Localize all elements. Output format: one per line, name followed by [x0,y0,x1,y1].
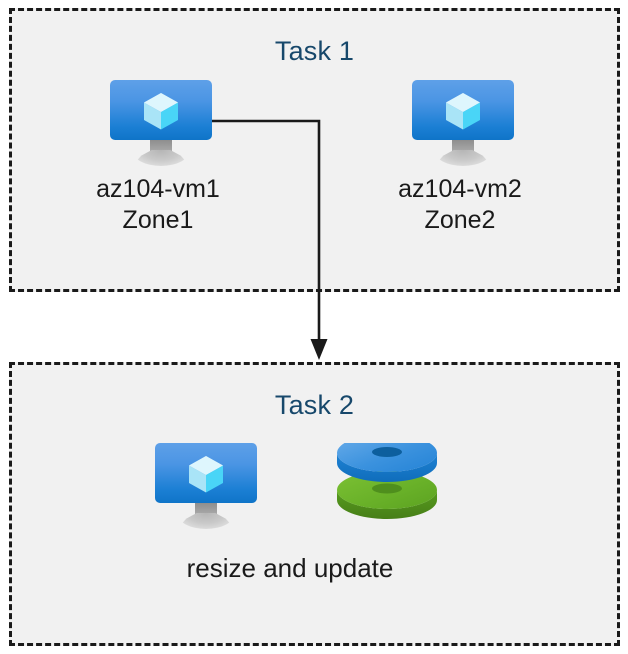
vm1-label: az104-vm1 Zone1 [96,175,220,234]
task-1-title: Task 1 [274,36,355,66]
vm-stand-base [132,150,190,166]
arrowhead-icon [310,339,328,360]
task-2-title: Task 2 [274,390,355,420]
task-2-container: Task 2 [9,362,620,646]
disk-blue [337,434,437,482]
vm-cube-icon [446,93,480,130]
virtual-machine-icon-task2 [155,443,257,529]
virtual-machine-icon-vm2 [412,80,514,166]
vm-stand-base [177,513,235,529]
vm-stand-base [434,150,492,166]
vm-cube-icon [189,456,223,493]
task-2-caption: resize and update [186,553,394,583]
task-1-container: Task 1 [9,8,620,292]
virtual-machine-icon-vm1 [110,80,212,166]
managed-disks-icon [335,434,439,529]
vm2-label: az104-vm2 Zone2 [398,175,522,234]
vm-cube-icon [144,93,178,130]
disk-green [337,471,437,519]
